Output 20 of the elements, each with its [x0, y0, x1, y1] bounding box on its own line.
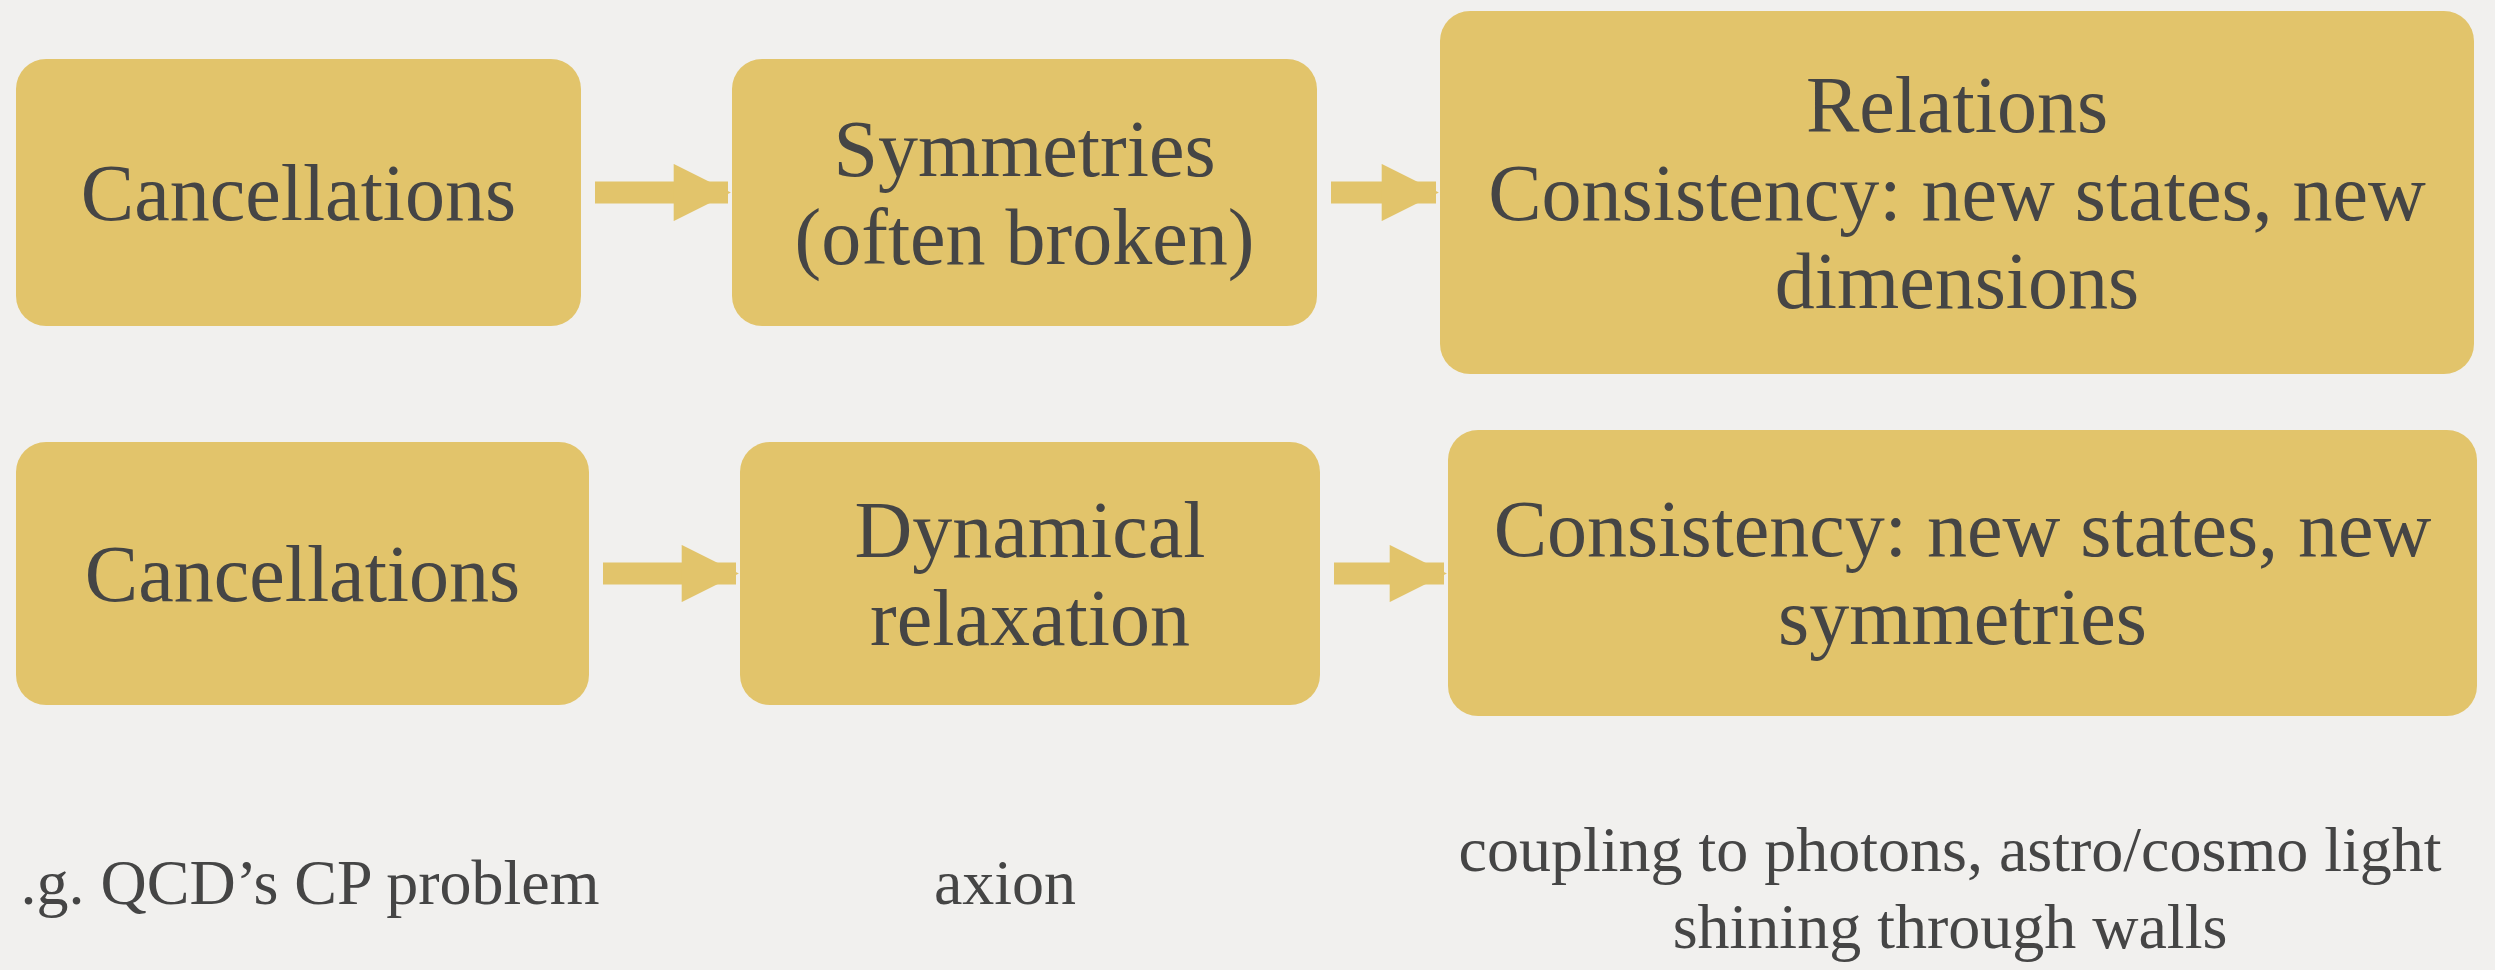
- process-box: [1440, 11, 2474, 374]
- box-text: Symmetries (often broken): [793, 104, 1256, 281]
- process-box: [740, 442, 1320, 705]
- arrow: [1334, 544, 1447, 603]
- box-text: Dynamical relaxation: [853, 485, 1207, 662]
- process-box: [16, 442, 589, 705]
- box-text: Consistency: new states, new symmetries: [1492, 485, 2433, 661]
- box-text: Consistency: new states, new dimensions: [1487, 148, 2427, 325]
- arrow: [603, 544, 739, 603]
- process-box: [16, 59, 581, 326]
- note-text: axion: [932, 846, 1078, 920]
- box-text: Cancellations: [80, 148, 517, 237]
- process-box: [1448, 430, 2477, 716]
- arrow: [1331, 163, 1439, 222]
- arrow: [595, 163, 731, 222]
- box-text: Relations: [1805, 60, 2109, 149]
- note-text: .g. QCD’s CP problem: [19, 846, 601, 920]
- note-text: coupling to photons, astro/cosmo light shining through walls: [1457, 813, 2443, 964]
- box-text: Cancellations: [84, 529, 521, 618]
- process-box: [732, 59, 1317, 326]
